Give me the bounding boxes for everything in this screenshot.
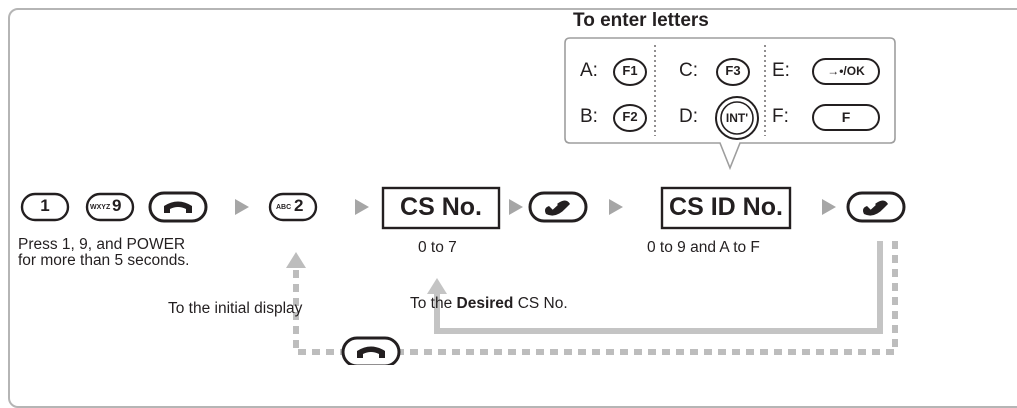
- letter-a-label: A:: [580, 60, 598, 81]
- power-key-icon: [148, 191, 208, 223]
- key-1-label: 1: [40, 196, 50, 215]
- flow-arrow-5: [822, 199, 836, 215]
- ok-key-label: →•/OK: [827, 64, 865, 78]
- flow-arrow-1: [235, 199, 249, 215]
- letter-d-label: D:: [679, 106, 698, 127]
- key-9-letters: WXYZ: [90, 204, 111, 211]
- f1-key-label: F1: [622, 63, 638, 78]
- cs-id-no-box: [660, 186, 792, 230]
- key-1-icon: [20, 192, 70, 222]
- letter-f-label: F:: [772, 106, 789, 127]
- letter-b-label: B:: [580, 106, 598, 127]
- letter-e-label: E:: [772, 60, 790, 81]
- cs-no-label: CS No.: [400, 193, 482, 221]
- flow-diagram: [20, 37, 906, 365]
- desired-cs-caption: To the Desired CS No.: [410, 296, 568, 312]
- cs-no-box: [381, 186, 501, 230]
- letter-c-label: C:: [679, 60, 698, 81]
- key-2-letters: ABC: [276, 204, 292, 211]
- press-caption-line2: for more than 5 seconds.: [18, 252, 190, 269]
- cs-range-caption: 0 to 7: [418, 239, 457, 256]
- return-arrowhead-desired: [427, 278, 447, 294]
- return-arrowhead-initial: [286, 252, 306, 268]
- desired-suffix: CS No.: [513, 295, 568, 312]
- f2-key-icon: [613, 104, 647, 132]
- flow-arrow-4: [609, 199, 623, 215]
- talk-key-icon-2: [846, 191, 906, 223]
- desired-bold: Desired: [456, 295, 514, 312]
- press-caption-line1: Press 1, 9, and POWER: [18, 236, 186, 253]
- id-range-caption: 0 to 9 and A to F: [647, 239, 760, 256]
- int-key-icon: [715, 96, 759, 140]
- return-line-desired: [434, 241, 883, 334]
- flow-arrow-3: [509, 199, 523, 215]
- int-key-label: INT': [725, 111, 749, 125]
- f3-key-icon: [716, 58, 750, 86]
- f-key-label: F: [841, 109, 851, 125]
- cs-id-no-label: CS ID No.: [669, 193, 783, 221]
- f2-key-label: F2: [622, 109, 638, 124]
- key-2-label: 2: [294, 196, 304, 215]
- ok-key-icon: [812, 58, 880, 85]
- power-key-icon-return: [341, 336, 401, 365]
- desired-prefix: To the: [410, 295, 457, 312]
- flow-arrow-2: [355, 199, 369, 215]
- f3-key-label: F3: [725, 63, 741, 78]
- talk-key-icon-1: [528, 191, 588, 223]
- key-9-label: 9: [112, 196, 122, 215]
- letters-title: To enter letters: [573, 10, 709, 31]
- f-key-icon: [812, 104, 880, 131]
- key-9-icon: [85, 192, 135, 222]
- return-line-initial: [293, 241, 898, 355]
- key-2-icon: [268, 192, 318, 222]
- initial-display-caption: To the initial display: [168, 300, 303, 317]
- f1-key-icon: [613, 58, 647, 86]
